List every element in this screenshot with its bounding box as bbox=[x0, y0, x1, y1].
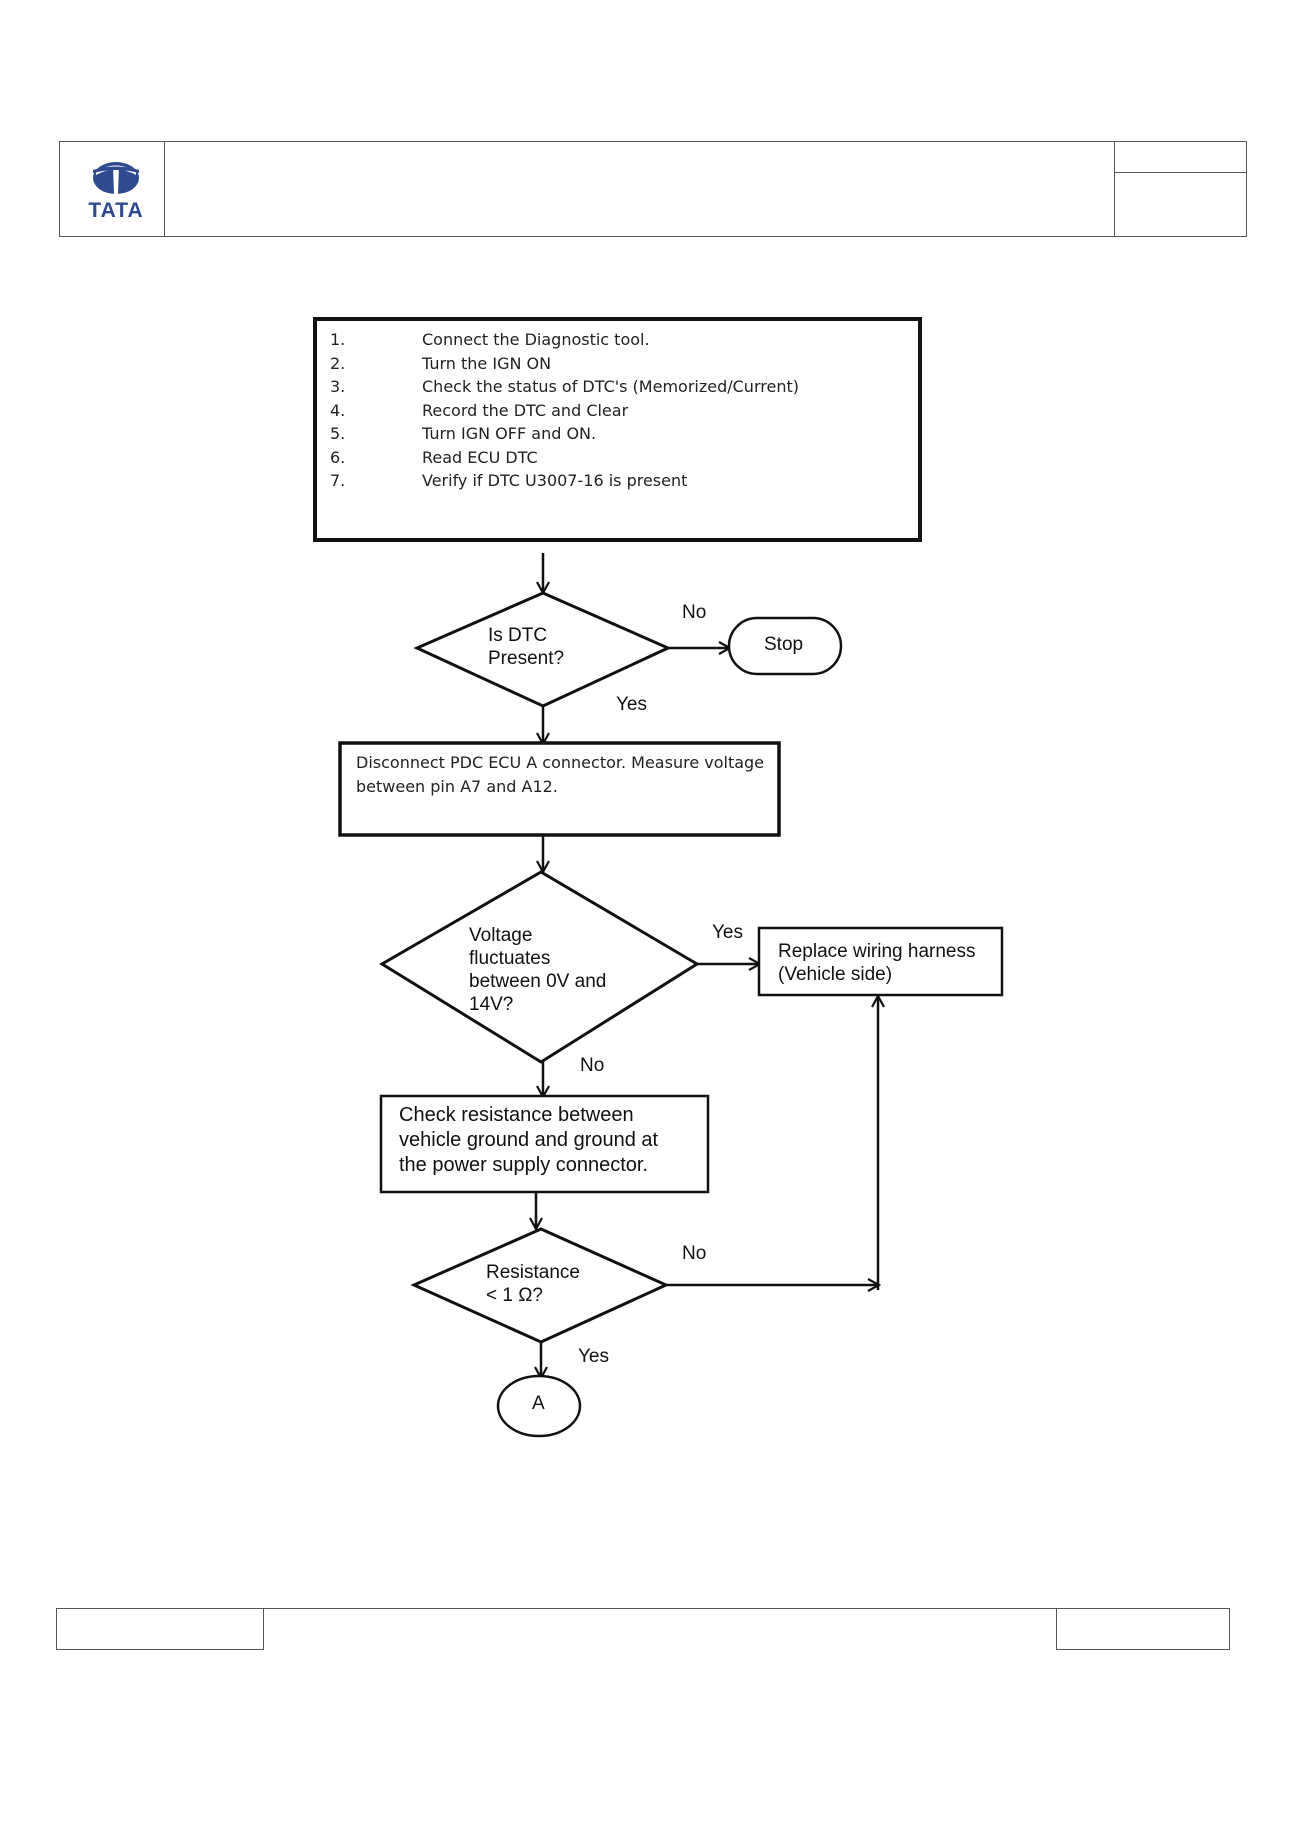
footer-left-cell bbox=[56, 1608, 264, 1650]
decision2-line1: Voltage bbox=[469, 925, 533, 946]
decision3-yes-label: Yes bbox=[578, 1346, 609, 1367]
decision2-line2: fluctuates bbox=[469, 948, 551, 969]
decision1-line1: Is DTC bbox=[488, 625, 548, 646]
measure-voltage-box bbox=[338, 741, 781, 837]
check-resistance-line2: vehicle ground and ground at bbox=[399, 1129, 659, 1151]
document-header: TATA bbox=[59, 141, 1247, 237]
measure-voltage-text: Disconnect PDC ECU A connector. Measure … bbox=[356, 751, 766, 801]
replace-harness-text: Replace wiring harness (Vehicle side) bbox=[778, 940, 998, 986]
decision1-label: Is DTC Present? bbox=[488, 624, 598, 674]
decision3-line2: < 1 Ω? bbox=[486, 1285, 543, 1306]
step-item: 2. Turn the IGN ON bbox=[330, 352, 900, 376]
replace-harness-box bbox=[757, 926, 1004, 997]
decision1-line2: Present? bbox=[488, 648, 565, 669]
step-item: 3. Check the status of DTC's (Memorized/… bbox=[330, 375, 900, 399]
step-number: 4. bbox=[330, 400, 346, 420]
document-footer bbox=[56, 1608, 1230, 1650]
step-text: Turn the IGN ON bbox=[422, 353, 552, 373]
stop-terminal bbox=[727, 616, 843, 676]
steps-list: 1. Connect the Diagnostic tool. 2. Turn … bbox=[330, 328, 900, 498]
step-text: Verify if DTC U3007-16 is present bbox=[422, 471, 688, 490]
decision2-diamond bbox=[379, 870, 700, 1064]
decision3-label: Resistance < 1 Ω? bbox=[486, 1261, 606, 1311]
decision1-no-label: No bbox=[682, 602, 707, 623]
logo-cell: TATA bbox=[60, 142, 165, 236]
decision2-yes-label: Yes bbox=[712, 922, 743, 943]
measure-voltage-line1: Disconnect PDC ECU A connector. Measure … bbox=[356, 753, 765, 772]
step-number: 2. bbox=[330, 353, 346, 373]
step-item: 5. Turn IGN OFF and ON. bbox=[330, 422, 900, 446]
replace-harness-line2: (Vehicle side) bbox=[778, 964, 893, 985]
check-resistance-box bbox=[379, 1094, 710, 1194]
header-title-cell bbox=[165, 142, 1115, 236]
check-resistance-line3: the power supply connector. bbox=[399, 1154, 649, 1176]
step-text: Read ECU DTC bbox=[422, 447, 538, 467]
header-right-top-cell bbox=[1115, 142, 1246, 173]
footer-center-cell bbox=[263, 1608, 1113, 1609]
decision3-no-label: No bbox=[682, 1243, 707, 1264]
step-item: 7. Verify if DTC U3007-16 is present bbox=[330, 469, 900, 493]
step-item: 4. Record the DTC and Clear bbox=[330, 399, 900, 423]
step-text: Connect the Diagnostic tool. bbox=[422, 330, 650, 349]
step-item: 1. Connect the Diagnostic tool. bbox=[330, 328, 900, 352]
measure-voltage-line2: between pin A7 and A12. bbox=[356, 777, 558, 796]
footer-right-cell bbox=[1056, 1608, 1230, 1650]
decision1-yes-label: Yes bbox=[616, 694, 647, 715]
decision2-line4: 14V? bbox=[469, 994, 514, 1015]
step-number: 3. bbox=[330, 377, 346, 396]
step-number: 6. bbox=[330, 447, 346, 467]
connector-a-circle bbox=[496, 1374, 582, 1438]
logo-text: TATA bbox=[88, 199, 143, 222]
tata-logo: TATA bbox=[88, 162, 143, 222]
step-item: 6. Read ECU DTC bbox=[330, 446, 900, 470]
stop-label: Stop bbox=[764, 634, 804, 655]
step-text: Record the DTC and Clear bbox=[422, 400, 629, 420]
step-text: Turn IGN OFF and ON. bbox=[422, 424, 597, 443]
check-resistance-line1: Check resistance between bbox=[399, 1104, 634, 1126]
step-number: 5. bbox=[330, 424, 346, 443]
decision3-line1: Resistance bbox=[486, 1262, 580, 1283]
check-resistance-text: Check resistance between vehicle ground … bbox=[399, 1103, 699, 1183]
decision2-line3: between 0V and bbox=[469, 971, 607, 992]
step-text: Check the status of DTC's (Memorized/Cur… bbox=[422, 377, 799, 396]
step-number: 1. bbox=[330, 330, 346, 349]
replace-harness-line1: Replace wiring harness bbox=[778, 941, 976, 962]
decision2-label: Voltage fluctuates between 0V and 14V? bbox=[469, 924, 629, 1016]
connector-a-label: A bbox=[532, 1393, 545, 1414]
steps-box bbox=[313, 317, 922, 542]
decision2-no-label: No bbox=[580, 1055, 605, 1076]
step-number: 7. bbox=[330, 471, 346, 490]
